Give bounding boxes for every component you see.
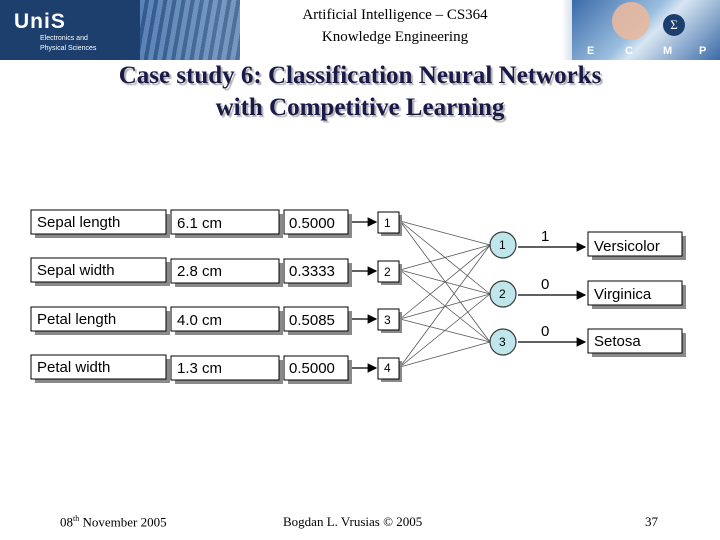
output-node-number: 3 [499,335,506,349]
input-normalized: 0.5000 [289,215,335,232]
input-normalized: 0.5085 [289,312,335,329]
input-row: Petal length 4.0 cm 0.5085 3 [31,307,402,335]
date-rest: November 2005 [79,514,166,529]
output-value: 0 [541,276,549,293]
output-node-number: 2 [499,287,506,301]
output-value: 0 [541,323,549,340]
date-day: 08 [60,514,73,529]
input-node-number: 1 [384,216,391,230]
input-value: 4.0 cm [177,312,222,329]
input-normalized: 0.5000 [289,360,335,377]
output-class: Setosa [594,333,641,350]
output-node-number: 1 [499,238,506,252]
input-value: 6.1 cm [177,215,222,232]
input-normalized: 0.3333 [289,263,335,280]
input-name: Sepal width [37,262,115,279]
footer-author: Bogdan L. Vrusias © 2005 [283,514,422,530]
input-node-number: 4 [384,361,391,375]
page-number: 37 [645,514,658,530]
input-name: Petal length [37,311,116,328]
footer-date: 08th November 2005 [60,514,167,530]
output-neuron: 2 0 Virginica [490,276,686,309]
input-node-number: 3 [384,313,391,327]
input-name: Sepal length [37,214,120,231]
input-value: 2.8 cm [177,263,222,280]
output-class: Versicolor [594,238,660,255]
input-value: 1.3 cm [177,360,222,377]
input-node-number: 2 [384,265,391,279]
output-class: Virginica [594,286,652,303]
output-value: 1 [541,228,549,245]
input-name: Petal width [37,359,110,376]
network-connections [400,221,490,367]
input-row: Sepal width 2.8 cm 0.3333 2 [31,258,402,287]
output-neuron: 3 0 Setosa [490,323,686,357]
input-row: Sepal length 6.1 cm 0.5000 1 [31,210,402,238]
output-neuron: 1 1 Versicolor [490,228,686,260]
input-row: Petal width 1.3 cm 0.5000 4 [31,355,402,384]
